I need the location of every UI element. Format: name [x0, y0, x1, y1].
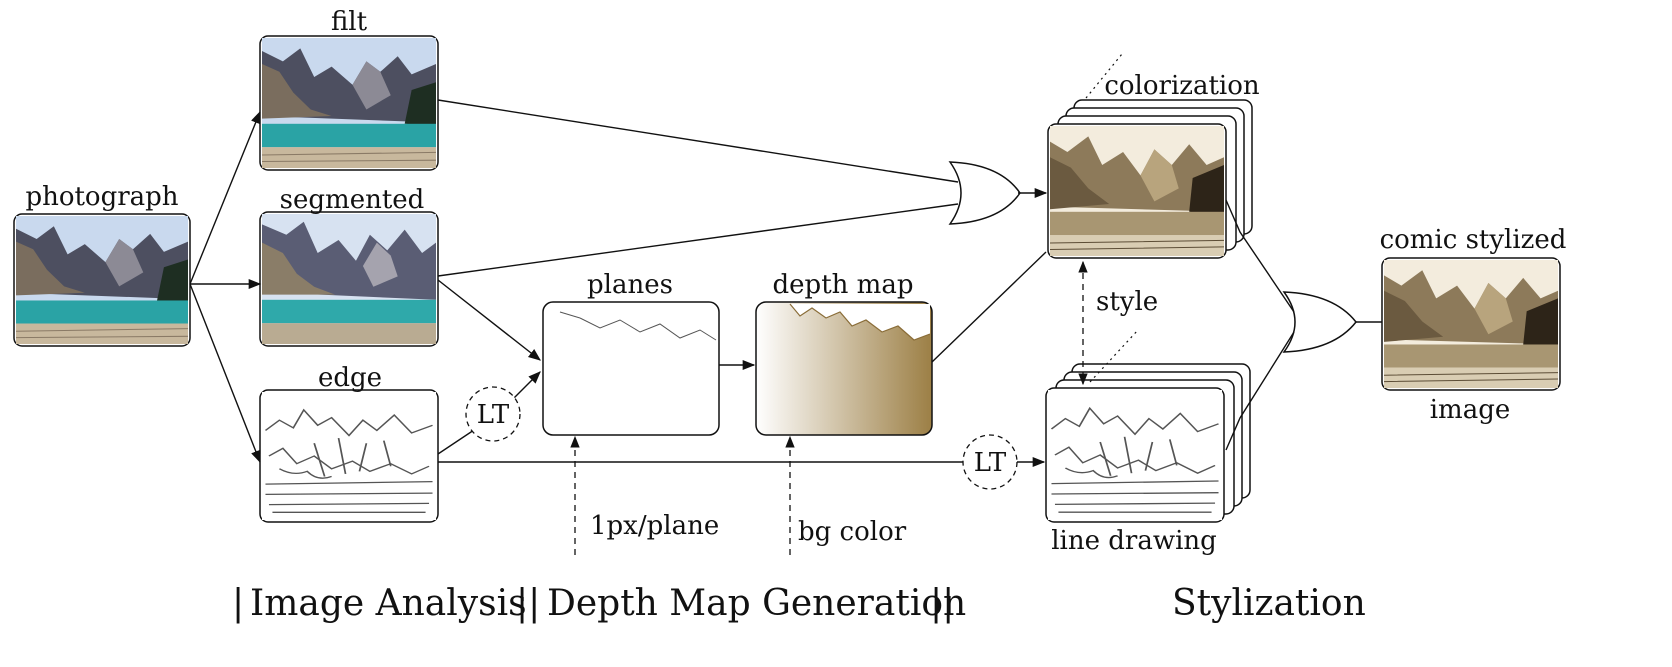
- edges: [189, 99, 1382, 555]
- comic-stylized-label: comic stylized: [1380, 225, 1567, 255]
- stage-stylization: Stylization: [1172, 583, 1366, 624]
- filt-node: [259, 35, 439, 171]
- line-drawing-stack: [1045, 363, 1251, 523]
- depth-map-label: depth map: [773, 270, 914, 300]
- px-per-plane-label: 1px/plane: [590, 511, 719, 541]
- stage-left-bar: |: [232, 583, 244, 624]
- lt-left-label: LT: [477, 400, 510, 430]
- edge-label: edge: [318, 363, 382, 393]
- combine-gate-upper: [948, 161, 1021, 225]
- lt-operator-left: LT: [465, 386, 521, 442]
- depth-map-node: [755, 301, 933, 436]
- stage-right-bar: ||: [930, 583, 954, 624]
- line-drawing-label: line drawing: [1051, 526, 1217, 556]
- stage-depth-map-generation: Depth Map Generation: [547, 583, 966, 624]
- colorization-stack: [1047, 53, 1253, 259]
- colorization-label: colorization: [1104, 71, 1260, 101]
- combine-gate-lower: [1282, 291, 1357, 353]
- photograph-label: photograph: [25, 182, 178, 212]
- planes-node: [542, 301, 720, 436]
- comic-image-label: image: [1430, 395, 1511, 425]
- segmented-label: segmented: [280, 185, 425, 215]
- lt-operator-right: LT: [962, 434, 1018, 490]
- planes-label: planes: [587, 270, 673, 300]
- segmented-node: [259, 211, 439, 347]
- bg-color-label: bg color: [798, 517, 907, 547]
- comic-stylized-node: [1381, 257, 1561, 391]
- filt-label: filt: [331, 7, 368, 37]
- stage-mid-bar: ||: [516, 583, 540, 624]
- stage-image-analysis: Image Analysis: [250, 583, 527, 624]
- photograph-node: [13, 213, 191, 347]
- edge-node: [259, 389, 439, 523]
- style-label: style: [1096, 287, 1158, 317]
- lt-right-label: LT: [974, 448, 1007, 478]
